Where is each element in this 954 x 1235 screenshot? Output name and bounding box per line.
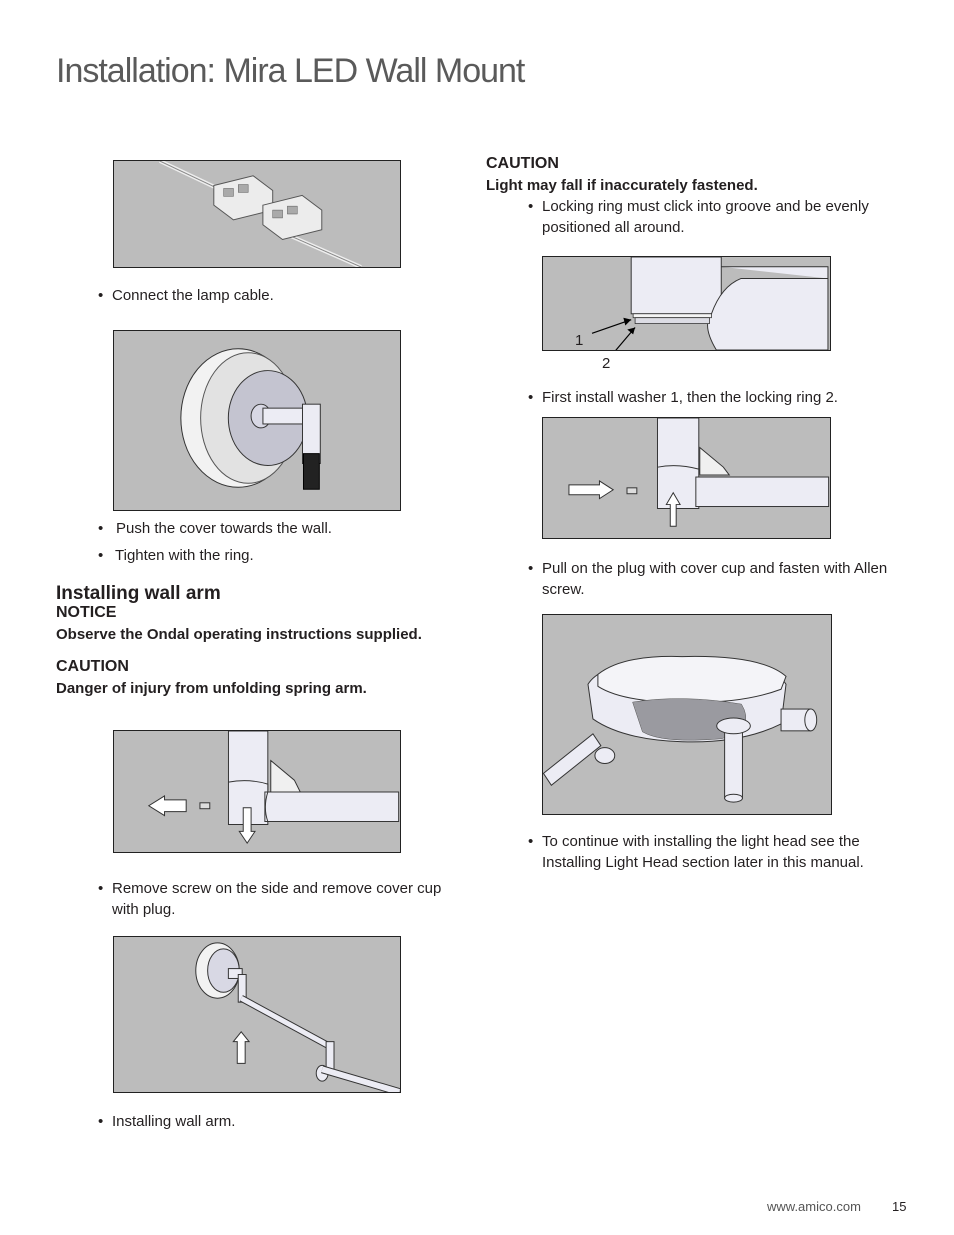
list-item: •Pull on the plug with cover cup and fas…: [528, 560, 888, 598]
notice-label: NOTICE: [56, 604, 117, 621]
list-item: •Push the cover towards the wall.: [98, 520, 332, 537]
list-item: •Installing wall arm.: [98, 1113, 236, 1130]
list-item: •Tighten with the ring.: [98, 547, 254, 564]
caution-text: Danger of injury from unfolding spring a…: [56, 680, 367, 697]
figure-locking-ring-image: 1 2: [542, 256, 831, 351]
figure-connector-image: [113, 160, 401, 268]
list-item: •Locking ring must click into groove and…: [528, 198, 869, 236]
list-item: •Remove screw on the side and remove cov…: [98, 880, 442, 918]
list-item: •To continue with installing the light h…: [528, 833, 864, 871]
page-number: 15: [892, 1199, 907, 1214]
page-title: Installation: Mira LED Wall Mount: [56, 52, 525, 90]
figure-label-2-text: 2: [602, 355, 611, 372]
section-heading: Installing wall arm: [56, 583, 221, 604]
figure-label-1-text: 1: [575, 332, 584, 349]
notice-text: Observe the Ondal operating instructions…: [56, 626, 422, 643]
caution-label: CAUTION: [56, 658, 129, 675]
figure-wall-arm-image: [113, 936, 401, 1093]
caution-label-right: CAUTION: [486, 155, 559, 172]
list-item: •First install washer 1, then the lockin…: [528, 389, 838, 406]
list-item: •Connect the lamp cable.: [98, 287, 274, 304]
figure-remove-screw-image: [113, 730, 401, 853]
caution-text-right: Light may fall if inaccurately fastened.: [486, 177, 758, 194]
figure-light-head-image: [542, 614, 832, 815]
figure-wall-cover-image: [113, 330, 401, 511]
footer-website: www.amico.com: [767, 1199, 861, 1214]
figure-allen-screw-image: [542, 417, 831, 539]
